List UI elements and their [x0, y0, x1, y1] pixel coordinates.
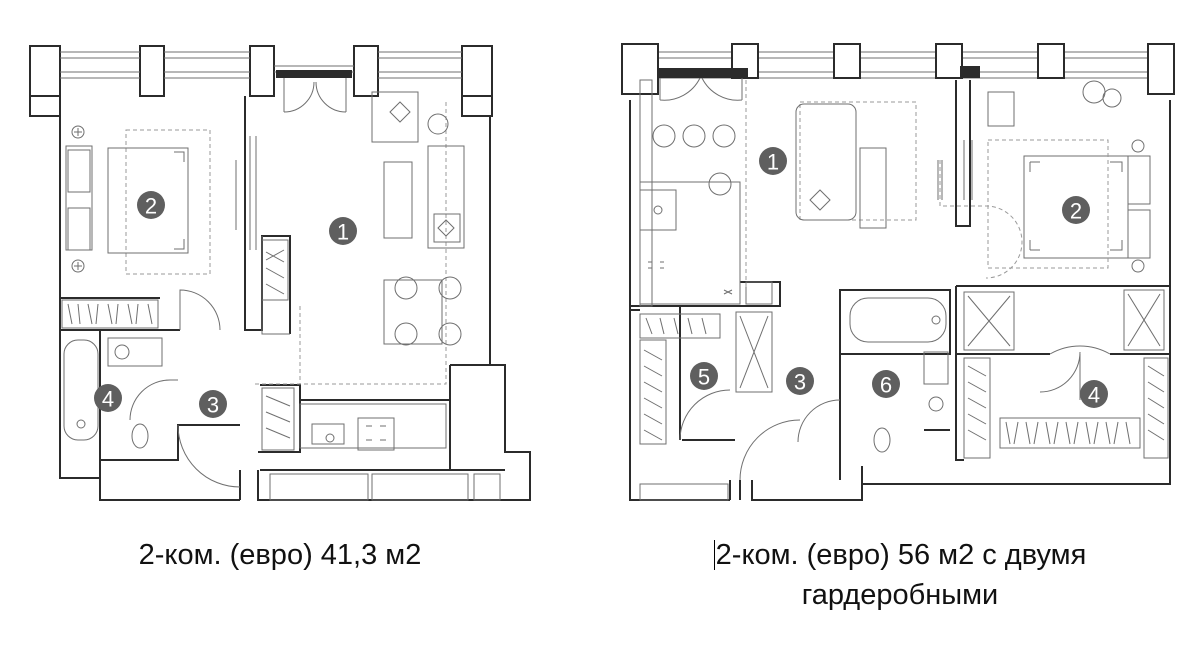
svg-text:3: 3: [207, 393, 219, 418]
room-badge-5: 5: [690, 362, 718, 390]
plan-caption-56-line1-text: 2-ком. (евро) 56 м2 с двумя: [715, 539, 1087, 571]
plan-caption-41: 2-ком. (евро) 41,3 м2: [100, 535, 460, 575]
room-badge-1: 1: [329, 217, 357, 245]
svg-text:4: 4: [1088, 383, 1100, 408]
plan-caption-56-line1: 2-ком. (евро) 56 м2 с двумя: [640, 535, 1160, 575]
plan-caption-56-line2: гардеробными: [801, 579, 999, 611]
svg-text:5: 5: [698, 365, 710, 390]
room-badge-2: 2: [1062, 196, 1090, 224]
room-badge-1: 1: [759, 147, 787, 175]
svg-text:2: 2: [145, 194, 157, 219]
text-cursor: [713, 540, 715, 570]
svg-text:2: 2: [1070, 199, 1082, 224]
plan-caption-41-text: 2-ком. (евро) 41,3 м2: [138, 539, 422, 571]
room-badge-3: 3: [786, 367, 814, 395]
floorplan-41: 1 2 3 4: [0, 0, 560, 520]
room-badge-3: 3: [199, 390, 227, 418]
svg-text:3: 3: [794, 370, 806, 395]
room-badge-4: 4: [1080, 380, 1108, 408]
svg-text:1: 1: [337, 220, 349, 245]
room-badge-4: 4: [94, 384, 122, 412]
svg-text:1: 1: [767, 150, 779, 175]
room-badge-6: 6: [872, 370, 900, 398]
room-badge-2: 2: [137, 191, 165, 219]
svg-text:4: 4: [102, 387, 114, 412]
svg-text:6: 6: [880, 373, 892, 398]
plan-caption-56: 2-ком. (евро) 56 м2 с двумя гардеробными: [640, 535, 1160, 615]
floorplan-56: 1 2 3 4 5 6: [600, 0, 1200, 520]
